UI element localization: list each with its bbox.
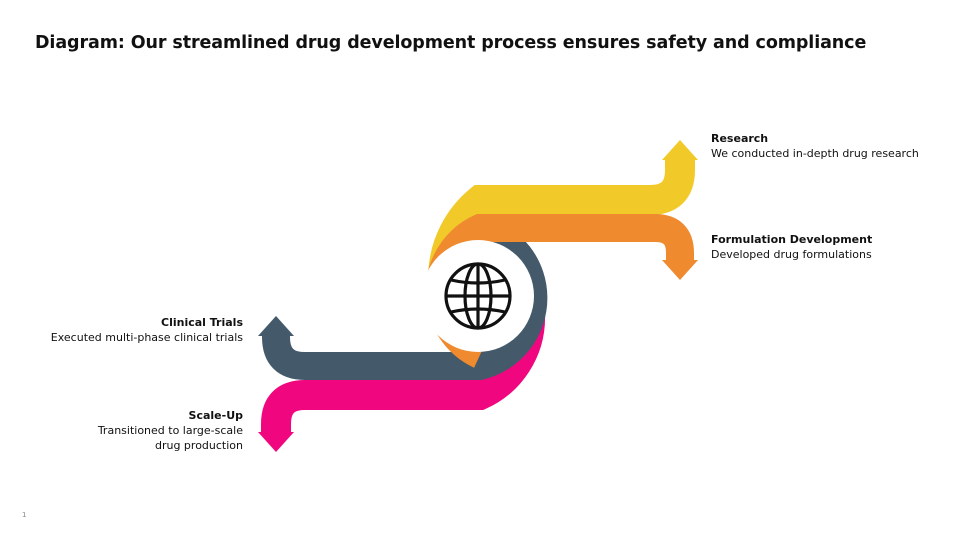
formulation-arrow [662, 260, 698, 280]
page-title: Diagram: Our streamlined drug developmen… [35, 33, 867, 53]
formulation-desc: Developed drug formulations [711, 248, 872, 261]
scale-up-desc-line1: Transitioned to large-scale [97, 424, 243, 437]
clinical-trials-title: Clinical Trials [161, 316, 243, 329]
research-arrow [662, 140, 698, 160]
clinical-trials-desc: Executed multi-phase clinical trials [50, 331, 243, 344]
scale-up-arrow [258, 432, 294, 452]
scale-up-desc-line2: drug production [154, 439, 243, 452]
globe-icon [444, 262, 512, 330]
clinical-trials-label: Clinical Trials Executed multi-phase cli… [51, 315, 243, 345]
research-title: Research [711, 132, 769, 145]
research-desc: We conducted in-depth drug research [711, 147, 919, 160]
clinical-trials-band [262, 216, 548, 380]
scale-up-label: Scale-Up Transitioned to large-scale dru… [43, 408, 243, 453]
formulation-label: Formulation Development Developed drug f… [711, 232, 872, 262]
formulation-title: Formulation Development [711, 233, 873, 246]
research-label: Research We conducted in-depth drug rese… [711, 131, 919, 161]
scale-up-title: Scale-Up [188, 409, 243, 422]
page-number: 1 [22, 511, 27, 519]
clinical-trials-arrow [258, 316, 294, 336]
